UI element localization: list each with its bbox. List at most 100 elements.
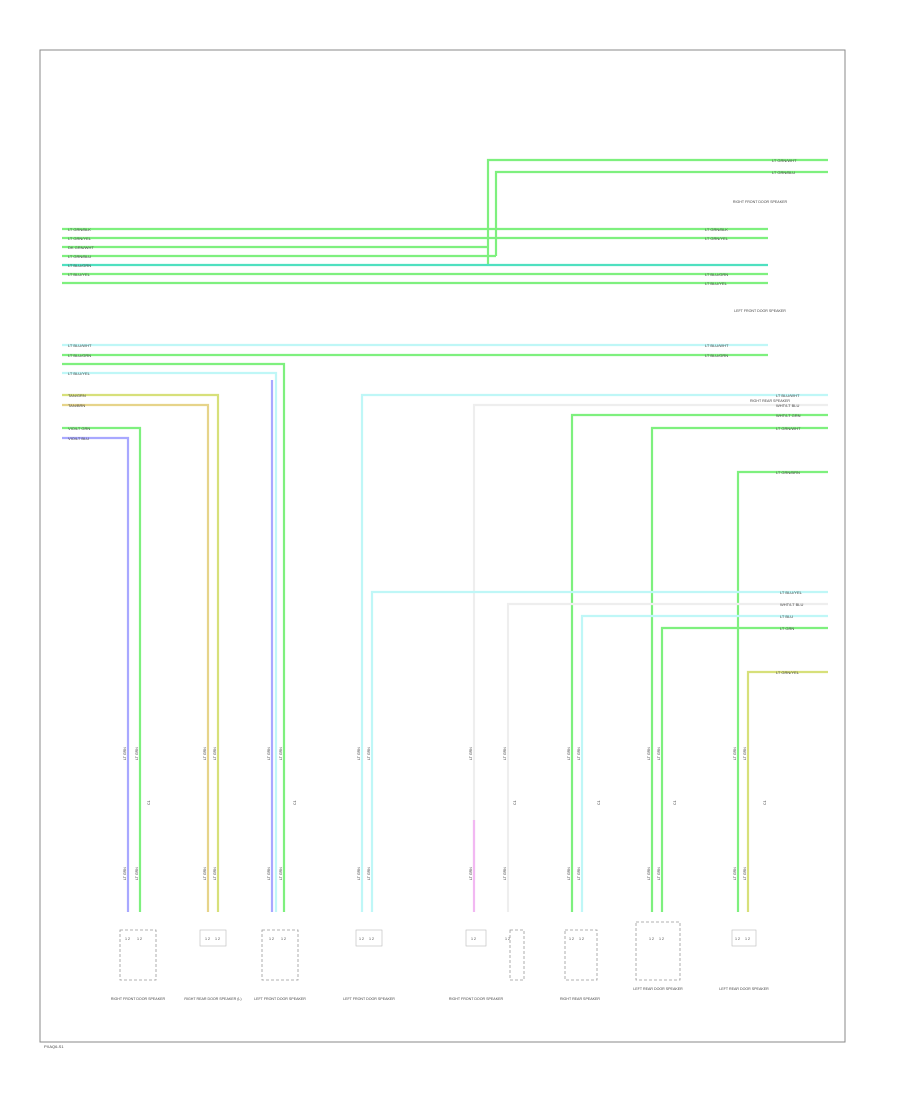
- wire-tan-1: [62, 393, 220, 912]
- wire-harness: [62, 158, 828, 912]
- pin-number: 1 2: [735, 937, 740, 941]
- wire-color-tag: LT GRN: [267, 747, 271, 760]
- wire-r-7: [506, 602, 828, 912]
- component-label-8: LEFT REAR DOOR SPEAKER: [719, 987, 769, 991]
- diagram-border: [39, 49, 846, 1043]
- wire-color-tag: LT GRN: [123, 867, 127, 880]
- component-label-4: LEFT FRONT DOOR SPEAKER: [343, 997, 395, 1001]
- device-header-2: LEFT FRONT DOOR SPEAKER: [734, 309, 786, 313]
- wire-r-4: [650, 426, 828, 912]
- pin-number: 1 2: [359, 937, 364, 941]
- wire-vio-2: [62, 436, 130, 912]
- wire-color-tag: LT GRN: [503, 747, 507, 760]
- wire-color-tag: LT GRN: [279, 747, 283, 760]
- label-end-7: LT BLU/WHT: [705, 343, 729, 348]
- label-left-13: VIO/LT BLU: [68, 436, 89, 441]
- wire-r-1: [360, 393, 828, 912]
- pin-number: 1 2: [745, 937, 750, 941]
- pin-number: 1 2: [569, 937, 574, 941]
- wire-r-9: [660, 626, 828, 912]
- component-box-2: [199, 929, 227, 947]
- label-right-6: LT BLU/YEL: [780, 590, 803, 595]
- wire-r-2: [472, 403, 828, 880]
- label-left-8: LT BLU/GRN: [68, 353, 91, 358]
- wire-color-tag: LT GRN: [267, 867, 271, 880]
- wire-r-8: [580, 614, 828, 912]
- wire-color-tag: LT GRN: [733, 747, 737, 760]
- wire-tan-2: [62, 403, 210, 912]
- wire-h-11: [62, 371, 278, 912]
- label-end-6: LT BLU/YEL: [705, 281, 728, 286]
- component-box-5: [465, 929, 487, 947]
- label-left-1: LT GRN/BLK: [68, 227, 91, 232]
- label-right-3: WHT/LT GRN: [776, 413, 801, 418]
- component-box-7: [564, 929, 598, 981]
- wire-color-tag: LT GRN: [647, 867, 651, 880]
- wire-color-tag: LT GRN: [743, 867, 747, 880]
- wire-color-tag: LT GRN: [203, 747, 207, 760]
- wire-r-3: [570, 413, 828, 912]
- pin-number: 1 2: [579, 937, 584, 941]
- pin-number: 1 2: [215, 937, 220, 941]
- connector-tag: C1: [147, 800, 151, 805]
- label-left-10: TAN/GRN: [68, 393, 86, 398]
- label-end-5: LT BLU/GRN: [705, 272, 728, 277]
- connector-tag: C1: [513, 800, 517, 805]
- connector-tag: C1: [763, 800, 767, 805]
- component-label-2: RIGHT REAR DOOR SPEAKER (L): [184, 997, 241, 1001]
- pin-number: 1 2: [649, 937, 654, 941]
- label-right-8: LT BLU: [780, 614, 793, 619]
- label-top-bus-1: LT GRN/WHT: [772, 158, 797, 163]
- labels: LT GRN/WHT LT GRN/BLU LT GRN/BLK LT GRN/…: [44, 158, 804, 1049]
- label-end-1: LT GRN/BLK: [705, 227, 728, 232]
- wire-top-bus-1: [486, 158, 828, 264]
- wire-color-tag: LT GRN: [213, 747, 217, 760]
- pin-number: 1 2: [125, 937, 130, 941]
- label-right-1: LT BLU/WHT: [776, 393, 800, 398]
- label-right-4: LT GRN/WHT: [776, 426, 801, 431]
- components: RIGHT FRONT DOOR SPEAKER RIGHT REAR DOOR…: [111, 921, 769, 1001]
- component-box-1: [119, 929, 157, 981]
- wire-color-tag: LT GRN: [213, 867, 217, 880]
- label-left-11: TAN/BRN: [68, 403, 85, 408]
- wire-color-tag: LT GRN: [203, 867, 207, 880]
- wire-color-tag: LT GRN: [135, 867, 139, 880]
- label-right-9: LT GRN: [780, 626, 794, 631]
- component-box-6: [509, 929, 525, 981]
- label-right-5: LT GRN/BRN: [776, 470, 800, 475]
- connector-tag: C1: [293, 800, 297, 805]
- wire-color-tag: LT GRN: [647, 747, 651, 760]
- wire-color-tag: LT GRN: [357, 747, 361, 760]
- label-left-5: LT BLU/GRN: [68, 263, 91, 268]
- wire-h-10: [62, 362, 286, 912]
- component-box-8: [635, 921, 681, 981]
- wire-color-tag: LT GRN: [567, 867, 571, 880]
- wire-color-tag: LT GRN: [123, 747, 127, 760]
- label-left-12: VIO/LT GRN: [68, 426, 90, 431]
- device-header-1: RIGHT FRONT DOOR SPEAKER: [733, 200, 788, 204]
- wire-r-5: [736, 470, 828, 912]
- label-right-2: WHT/LT BLU: [776, 403, 800, 408]
- wire-r-6: [370, 590, 828, 912]
- label-left-2: LT GRN/YEL: [68, 236, 92, 241]
- pin-number: 1 2: [369, 937, 374, 941]
- wire-top-bus-2: [494, 170, 828, 256]
- pin-number: 1 2: [659, 937, 664, 941]
- wire-color-tag: LT GRN: [135, 747, 139, 760]
- wire-vio-1: [62, 426, 142, 912]
- component-label-1: RIGHT FRONT DOOR SPEAKER: [111, 997, 166, 1001]
- wire-color-tag: LT GRN: [469, 867, 473, 880]
- device-header-3: RIGHT REAR SPEAKER: [750, 399, 790, 403]
- component-box-9: [731, 929, 757, 947]
- wire-color-tag: LT GRN: [367, 747, 371, 760]
- label-end-8: LT BLU/GRN: [705, 353, 728, 358]
- pin-number: 1 2: [205, 937, 210, 941]
- pin-number: 1 2: [471, 937, 476, 941]
- wire-color-tag: LT GRN: [577, 867, 581, 880]
- footer-code: PXAQ6-S1: [44, 1044, 64, 1049]
- component-label-7: LEFT REAR DOOR SPEAKER: [633, 987, 683, 991]
- wire-color-tag: LT GRN: [657, 747, 661, 760]
- wire-r-10: [746, 670, 828, 912]
- wire-color-tag: LT GRN: [657, 867, 661, 880]
